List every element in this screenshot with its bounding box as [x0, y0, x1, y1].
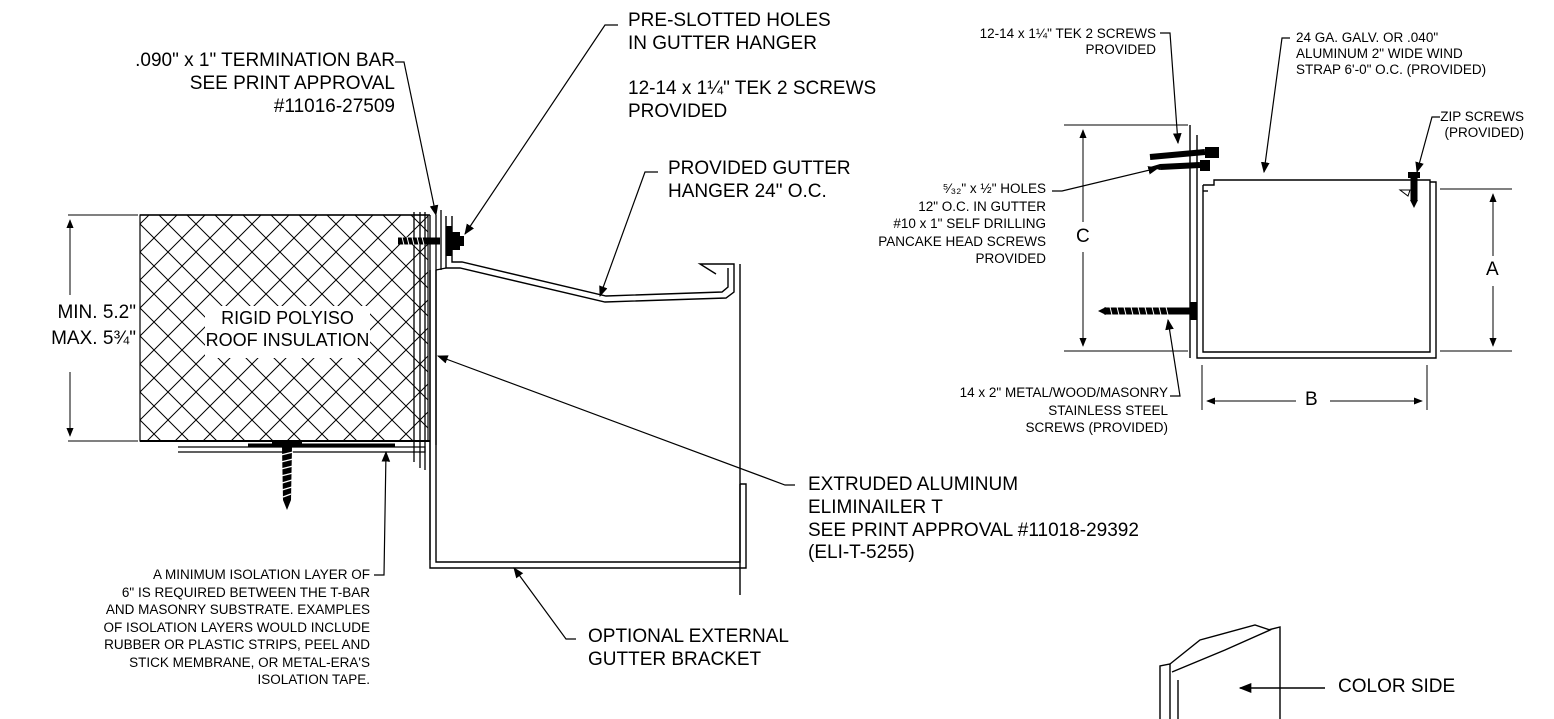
- isolation-note: A MINIMUM ISOLATION LAYER OF 6" IS REQUI…: [103, 566, 370, 689]
- dimension-c-line: [1064, 124, 1188, 352]
- insulation-label: RIGID POLYISO ROOF INSULATION: [205, 308, 370, 351]
- dimension-b-line: [1201, 365, 1428, 410]
- external-bracket-line-2: GUTTER BRACKET: [588, 648, 762, 670]
- min-max-dimension-line: [66, 214, 138, 442]
- gutter-hanger-label: PROVIDED GUTTER HANGER 24" O.C.: [668, 158, 851, 204]
- gutter-body: [429, 267, 747, 569]
- isolation-note-line-1: A MINIMUM ISOLATION LAYER OF: [152, 567, 370, 582]
- eliminailer-label: EXTRUDED ALUMINUM ELIMINAILER T SEE PRIN…: [808, 474, 1139, 565]
- isolation-note-line-5: RUBBER OR PLASTIC STRIPS, PEEL AND: [104, 637, 370, 653]
- isolation-note-line-3: AND MASONRY SUBSTRATE. EXAMPLES: [105, 602, 370, 618]
- zip-screws-line-2: (PROVIDED): [1444, 125, 1524, 141]
- gutter-hanger: [445, 216, 741, 595]
- leaders-detail: [1052, 32, 1440, 397]
- masonry-screws-line-1: 14 x 2" METAL/WOOD/MASONRY: [959, 385, 1168, 400]
- eliminailer-line-3: SEE PRINT APPROVAL #11018-29392: [808, 519, 1139, 541]
- insulation-block: [139, 214, 430, 442]
- termination-bar-line-3: #11016-27509: [273, 95, 395, 117]
- tek-screws-detail-label: 12-14 x 1¼" TEK 2 SCREWS PROVIDED: [980, 26, 1156, 58]
- insulation-line-1: RIGID POLYISO: [221, 308, 354, 328]
- tek-screws-main-line-2: PROVIDED: [628, 100, 728, 122]
- masonry-screws-line-2: STAINLESS STEEL: [1048, 402, 1168, 418]
- termination-bar-line-2: SEE PRINT APPROVAL: [189, 72, 395, 94]
- wind-strap-line-3: STRAP 6'-0" O.C. (PROVIDED): [1296, 62, 1487, 78]
- tek-screws-detail-line-1: 12-14 x 1¼" TEK 2 SCREWS: [979, 26, 1156, 41]
- wind-strap-label: 24 GA. GALV. OR .040" ALUMINUM 2" WIDE W…: [1296, 30, 1486, 79]
- deck-screw: [272, 441, 302, 510]
- external-bracket-label: OPTIONAL EXTERNAL GUTTER BRACKET: [588, 626, 789, 672]
- pre-slotted-holes-line-2: IN GUTTER HANGER: [628, 32, 817, 54]
- gutter-holes-line-1: ⁵⁄₃₂" x ½" HOLES: [942, 181, 1046, 196]
- dimension-a-line: [1440, 188, 1512, 352]
- gutter-holes-line-3: #10 x 1" SELF DRILLING: [893, 216, 1046, 232]
- termination-bar-label: .090" x 1" TERMINATION BAR SEE PRINT APP…: [135, 50, 395, 118]
- wind-strap-line-2: ALUMINUM 2" WIDE WIND: [1296, 46, 1463, 62]
- termination-bar-line-1: .090" x 1" TERMINATION BAR: [135, 50, 395, 71]
- min-dimension: MIN. 5.2": [57, 302, 136, 323]
- isometric-sketch: [1159, 624, 1325, 719]
- masonry-screws-label: 14 x 2" METAL/WOOD/MASONRY STAINLESS STE…: [960, 384, 1168, 437]
- leaders-main: [374, 24, 795, 640]
- dimension-c-label: C: [1074, 226, 1092, 248]
- gutter-holes-line-5: PROVIDED: [975, 251, 1046, 267]
- gutter-hanger-screw: [446, 226, 464, 256]
- wind-strap-line-1: 24 GA. GALV. OR .040": [1296, 30, 1439, 45]
- pre-slotted-holes-line-1: PRE-SLOTTED HOLES: [628, 10, 831, 31]
- external-bracket-line-1: OPTIONAL EXTERNAL: [588, 626, 789, 647]
- gutter-holes-line-2: 12" O.C. IN GUTTER: [918, 198, 1046, 214]
- gutter-holes-label: ⁵⁄₃₂" x ½" HOLES 12" O.C. IN GUTTER #10 …: [878, 180, 1046, 268]
- detail-masonry-screw: [1098, 302, 1197, 320]
- gutter-hanger-line-2: HANGER 24" O.C.: [668, 180, 827, 202]
- detail-gutter-section: [1189, 125, 1437, 359]
- dimension-b-label: B: [1303, 389, 1320, 411]
- eliminailer-line-1: EXTRUDED ALUMINUM: [808, 474, 1019, 495]
- color-side-label: COLOR SIDE: [1338, 676, 1456, 697]
- isolation-note-line-2: 6" IS REQUIRED BETWEEN THE T-BAR: [121, 584, 370, 600]
- insulation-line-2: ROOF INSULATION: [205, 329, 370, 350]
- isolation-note-line-4: OF ISOLATION LAYERS WOULD INCLUDE: [103, 619, 370, 635]
- max-dimension: MAX. 5¾": [51, 327, 136, 349]
- pre-slotted-holes-label: PRE-SLOTTED HOLES IN GUTTER HANGER: [628, 10, 831, 56]
- termination-bar-screw: [398, 236, 440, 246]
- gutter-holes-line-4: PANCAKE HEAD SCREWS: [878, 233, 1046, 249]
- dimension-a-label: A: [1484, 259, 1501, 281]
- eliminailer-line-2: ELIMINAILER T: [808, 496, 943, 518]
- gutter-hanger-line-1: PROVIDED GUTTER: [668, 158, 851, 179]
- tek-screws-detail-line-2: PROVIDED: [1085, 42, 1156, 58]
- min-max-label: MIN. 5.2" MAX. 5¾": [51, 300, 136, 352]
- zip-screws-label: ZIP SCREWS (PROVIDED): [1440, 109, 1524, 141]
- zip-screws-line-1: ZIP SCREWS: [1440, 109, 1524, 124]
- isolation-note-line-7: ISOLATION TAPE.: [257, 672, 370, 688]
- tek-screws-main-line-1: 12-14 x 1¼" TEK 2 SCREWS: [628, 78, 877, 99]
- masonry-screws-line-3: SCREWS (PROVIDED): [1025, 420, 1168, 436]
- isolation-note-line-6: STICK MEMBRANE, OR METAL-ERA'S: [129, 654, 370, 670]
- detail-tek-screws: [1149, 147, 1219, 171]
- eliminailer-line-4: (ELI-T-5255): [808, 542, 915, 564]
- tek-screws-main-label: 12-14 x 1¼" TEK 2 SCREWS PROVIDED: [628, 78, 876, 124]
- detail-zip-screw: [1398, 172, 1420, 208]
